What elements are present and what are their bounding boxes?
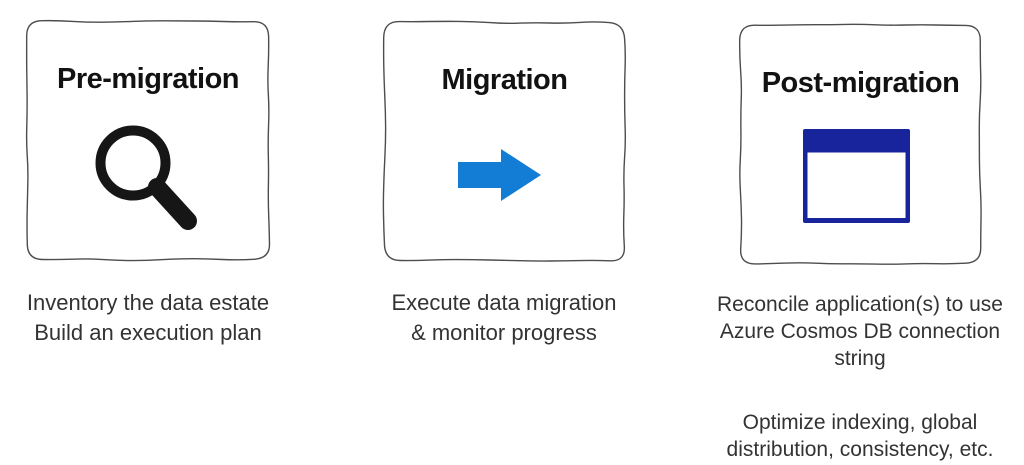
- description-line: Optimize indexing, global: [742, 411, 978, 434]
- search-icon-lens: [95, 125, 171, 201]
- description-line: Azure Cosmos DB connection: [719, 320, 1001, 343]
- description-paragraph: Inventory the data estate Build an execu…: [8, 288, 288, 348]
- description-line: distribution, consistency, etc.: [726, 438, 994, 461]
- sketch-border: [25, 19, 271, 262]
- stage-description-post-migration: Reconcile application(s) to use Azure Co…: [705, 291, 1015, 463]
- stage-card-migration: Migration: [382, 20, 627, 263]
- stage-description-pre-migration: Inventory the data estate Build an execu…: [8, 288, 288, 348]
- arrow-right-icon: [458, 149, 541, 201]
- description-line: & monitor progress: [411, 320, 597, 345]
- stage-title-post-migration: Post-migration: [761, 67, 960, 99]
- description-line: Inventory the data estate: [26, 290, 270, 315]
- stage-title-pre-migration: Pre-migration: [56, 63, 240, 95]
- search-icon: [95, 125, 197, 230]
- description-paragraph: Optimize indexing, global distribution, …: [705, 409, 1015, 463]
- description-paragraph: Execute data migration & monitor progres…: [374, 288, 634, 348]
- stage-title-migration: Migration: [441, 64, 569, 96]
- description-line: string: [834, 347, 886, 370]
- arrow-right-shape: [458, 149, 541, 201]
- app-window-icon: [803, 129, 910, 223]
- search-icon-handle: [148, 178, 197, 230]
- stage-description-migration: Execute data migration & monitor progres…: [374, 288, 634, 348]
- sketch-border: [382, 20, 627, 262]
- stage-card-pre-migration: Pre-migration: [25, 19, 271, 262]
- app-window-body: [807, 152, 906, 218]
- description-line: Execute data migration: [391, 290, 617, 315]
- description-line: Build an execution plan: [34, 320, 262, 345]
- description-line: Reconcile application(s) to use: [717, 293, 1003, 316]
- description-paragraph: Reconcile application(s) to use Azure Co…: [705, 291, 1015, 372]
- stage-card-post-migration: Post-migration: [738, 23, 983, 266]
